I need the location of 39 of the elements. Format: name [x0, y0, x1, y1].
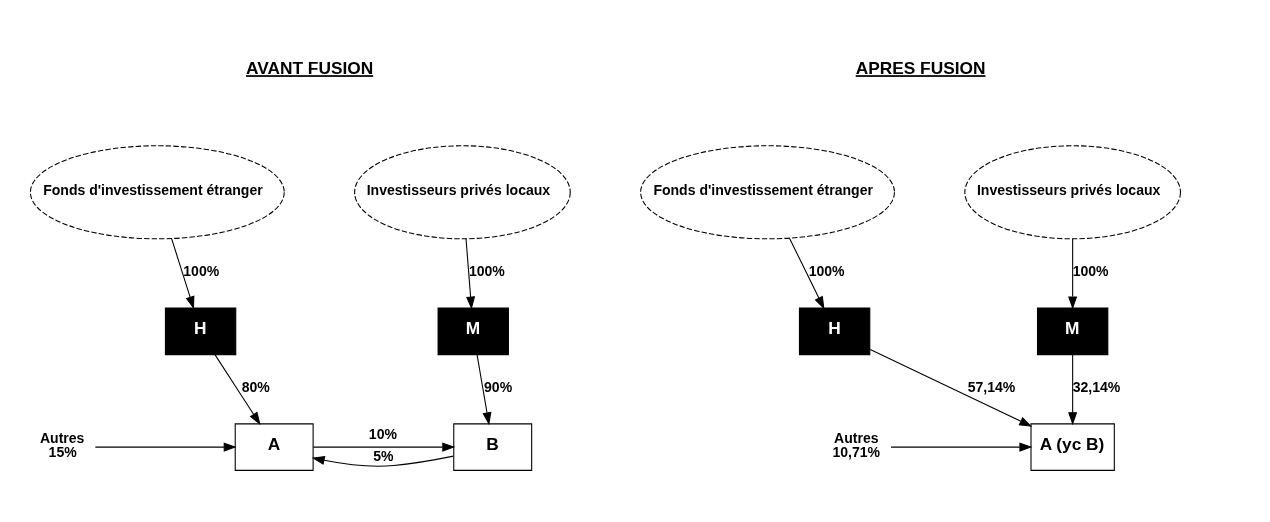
node-box: B — [453, 423, 533, 471]
node-text: Autres — [834, 430, 879, 447]
arrow — [171, 238, 195, 310]
node-text: Autres — [39, 430, 85, 447]
edge-label: 90% — [484, 378, 513, 395]
arrow — [312, 442, 456, 452]
node-box: M — [1036, 307, 1109, 356]
edge-label: 32,14% — [1072, 378, 1121, 395]
arrow — [476, 354, 492, 426]
arrow — [788, 237, 825, 310]
arrow — [890, 442, 1033, 452]
node-label: 10,71% — [832, 444, 881, 461]
node-ellipse: Fonds d'investissement étranger — [640, 145, 895, 240]
node-box: H — [798, 307, 871, 356]
node-box: A (yc B) — [1030, 423, 1115, 471]
arrow — [1068, 354, 1078, 426]
node-ellipse: Fonds d'investissement étranger — [29, 145, 285, 240]
node-ellipse: Investisseurs privés locaux — [354, 145, 571, 240]
node-box: A — [234, 423, 314, 471]
arrow — [311, 455, 454, 467]
edge-label: 57,14% — [967, 378, 1016, 395]
edge-label: 100% — [1072, 263, 1109, 280]
arrow — [869, 348, 1033, 427]
label: AVANT FUSION — [246, 58, 374, 79]
arrow — [1068, 238, 1078, 310]
node-ellipse: Investisseurs privés locaux — [964, 145, 1181, 240]
edge-label: 100% — [808, 263, 845, 280]
arrow — [465, 238, 476, 310]
node-box: M — [437, 307, 509, 356]
edge-label: 100% — [183, 263, 220, 280]
node-box: H — [164, 307, 237, 356]
edge-label: 100% — [468, 263, 505, 280]
label: APRES FUSION — [855, 58, 986, 79]
edge-label: 10% — [368, 425, 397, 442]
edge-label: 80% — [241, 378, 270, 395]
node-label: 15% — [48, 444, 77, 461]
edge-label: 5% — [373, 447, 394, 464]
arrow — [214, 354, 261, 425]
arrow — [94, 442, 237, 452]
